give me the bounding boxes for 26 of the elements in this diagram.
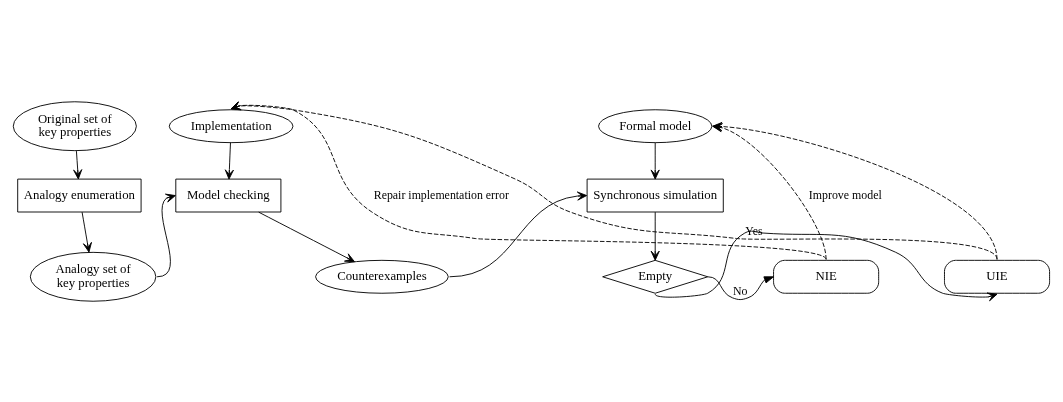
arrow bbox=[73, 150, 83, 179]
node-ellipse: Implementation bbox=[168, 108, 294, 143]
arrow bbox=[230, 101, 998, 260]
edge-label: Repair implementation error bbox=[373, 187, 509, 202]
arrow bbox=[650, 211, 660, 261]
edge-label: No bbox=[732, 283, 748, 298]
node-ellipse: Counterexamples bbox=[315, 259, 449, 294]
arrow bbox=[258, 211, 355, 262]
node-box: Analogy enumeration bbox=[17, 178, 142, 212]
arrow bbox=[449, 191, 588, 277]
node-box: Model checking bbox=[175, 178, 282, 212]
arrow bbox=[156, 193, 176, 277]
arrow bbox=[650, 141, 660, 180]
node-diamond: Empty bbox=[602, 259, 709, 294]
arrow bbox=[81, 211, 92, 253]
arrow bbox=[224, 141, 234, 180]
arrow bbox=[654, 230, 998, 301]
arrow bbox=[707, 275, 774, 300]
node-ellipse: Original set of key properties bbox=[12, 100, 137, 151]
node-box: UIE bbox=[944, 259, 1051, 294]
node-ellipse: Analogy set of key properties bbox=[29, 251, 157, 302]
edge-label: Improve model bbox=[808, 187, 882, 202]
node-ellipse: Formal model bbox=[598, 108, 713, 143]
node-box: NIE bbox=[773, 259, 880, 294]
arrow bbox=[230, 100, 827, 260]
node-box: Synchronous simulation bbox=[586, 178, 724, 212]
